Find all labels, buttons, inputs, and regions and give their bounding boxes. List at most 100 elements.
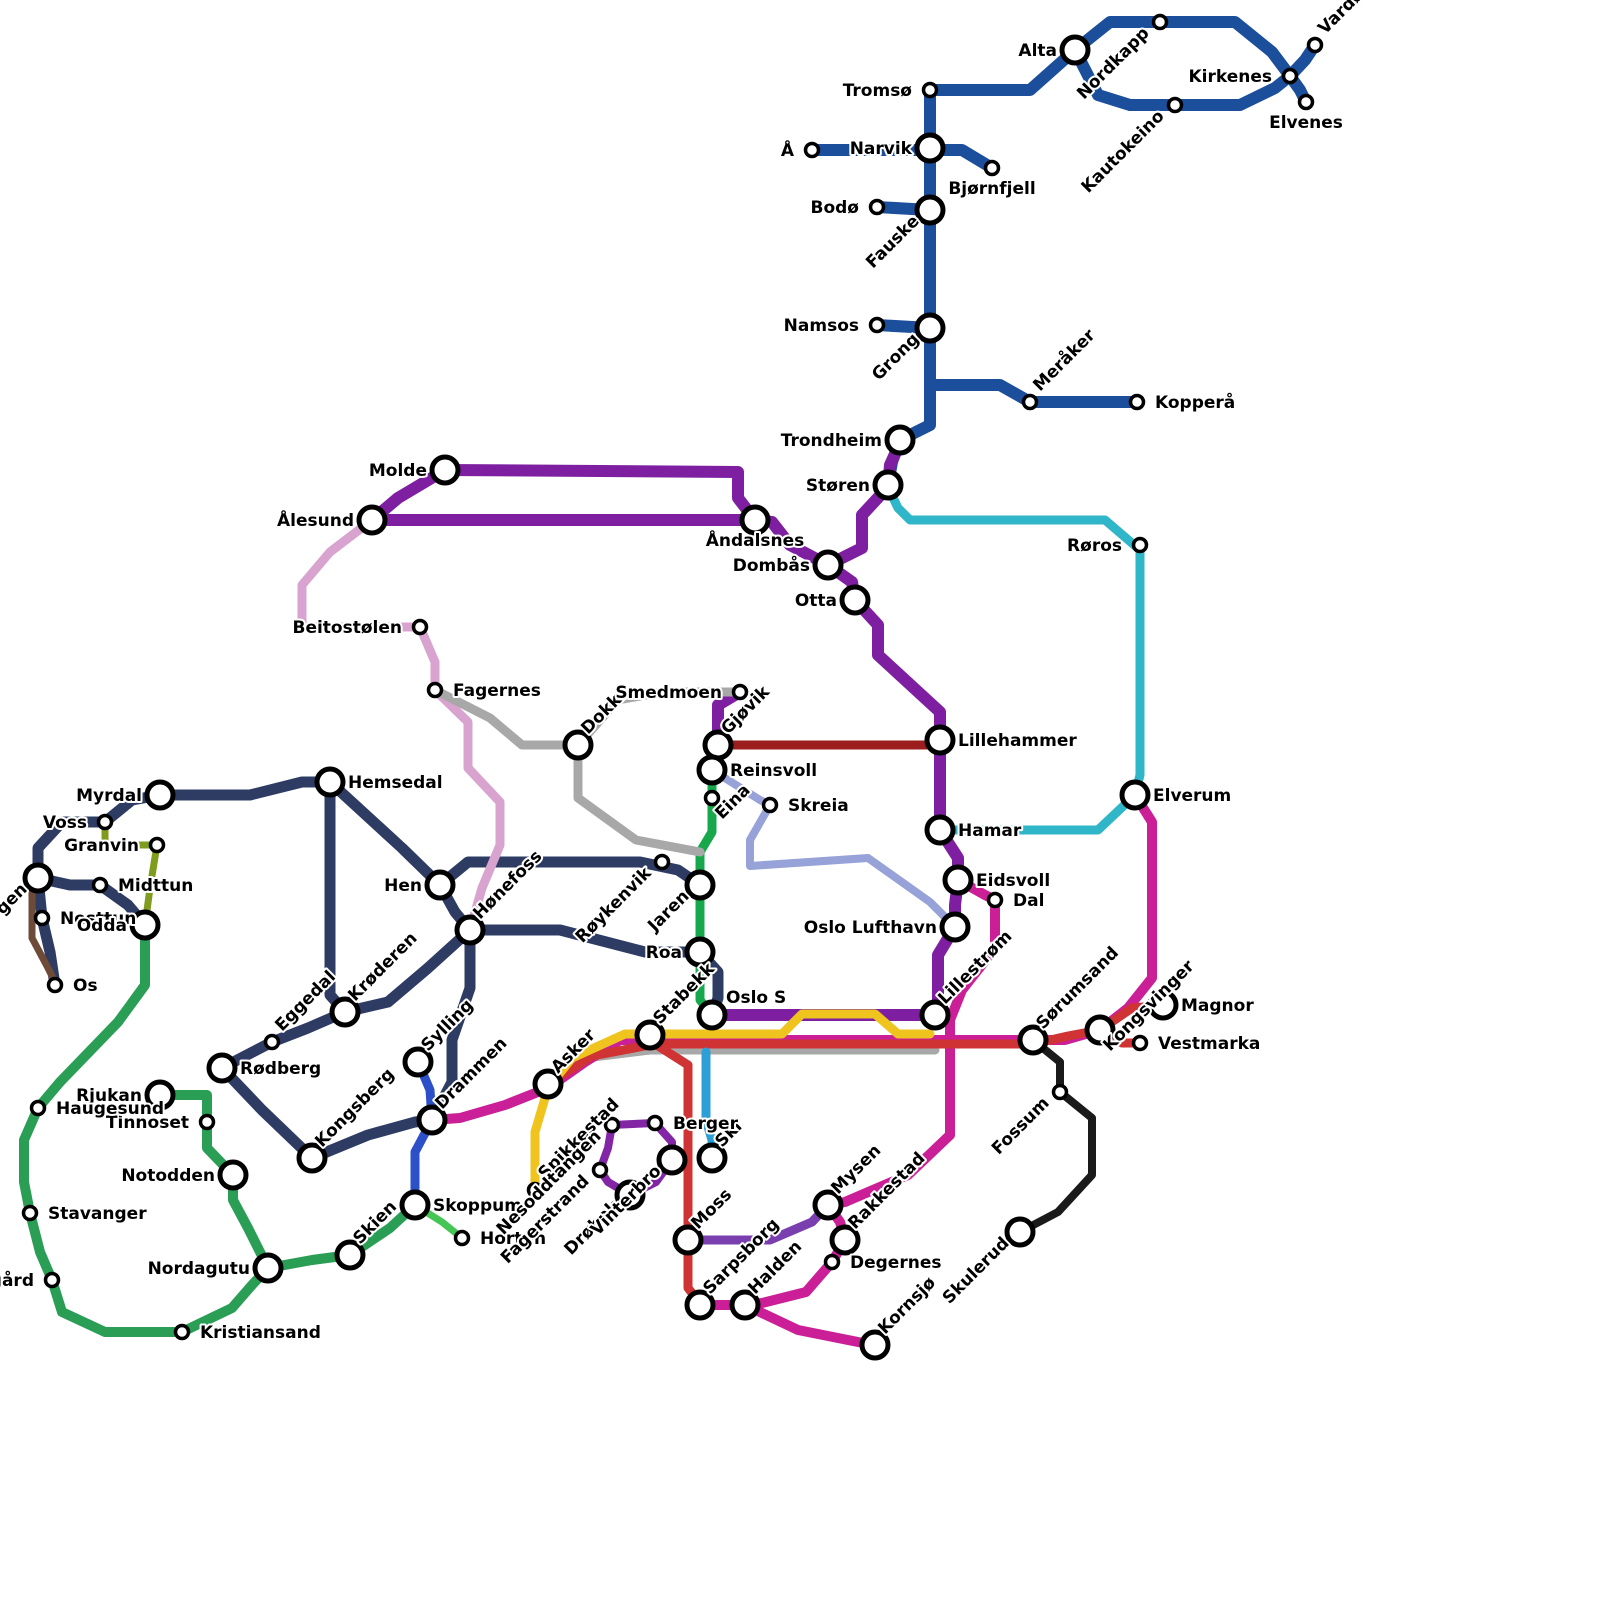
station-elverum[interactable] (1119, 779, 1151, 811)
station-bergen[interactable] (22, 862, 54, 894)
station-dal[interactable] (986, 891, 1004, 909)
station-degernes[interactable] (823, 1253, 841, 1271)
station-eidsvoll[interactable] (942, 864, 974, 896)
station-krøderen[interactable] (329, 996, 361, 1028)
station-drammen[interactable] (416, 1104, 448, 1136)
station-label-hemsedal: Hemsedal (348, 773, 443, 793)
station-mysen[interactable] (812, 1189, 844, 1221)
station-skulerud[interactable] (1004, 1216, 1036, 1248)
station-ålesund[interactable] (356, 504, 388, 536)
station-horten[interactable] (453, 1229, 471, 1247)
station-asker[interactable] (532, 1068, 564, 1100)
station-kornsjø[interactable] (859, 1329, 891, 1361)
station-oslo-s[interactable] (696, 999, 728, 1031)
station-midttun[interactable] (91, 876, 109, 894)
station-hen[interactable] (424, 869, 456, 901)
transit-line-sea-green (33, 920, 150, 1113)
station-dokka[interactable] (562, 729, 594, 761)
station-drøbak[interactable] (614, 1179, 646, 1211)
station-sørumsand[interactable] (1017, 1024, 1049, 1056)
station-berger[interactable] (646, 1114, 664, 1132)
station-alta[interactable] (1059, 34, 1091, 66)
station-os[interactable] (46, 976, 64, 994)
station-oslo-lufthavn[interactable] (939, 911, 971, 943)
station-eina[interactable] (703, 789, 721, 807)
station-roa[interactable] (684, 936, 716, 968)
station-label-degernes: Degernes (850, 1253, 941, 1273)
station-støren[interactable] (872, 469, 904, 501)
station-lillehammer[interactable] (924, 724, 956, 756)
station-kirkenes[interactable] (1281, 67, 1299, 85)
station-vestmarka[interactable] (1131, 1034, 1149, 1052)
station-rakkestad[interactable] (829, 1224, 861, 1256)
station-hønefoss[interactable] (454, 914, 486, 946)
station-nesoddtangen[interactable] (603, 1116, 621, 1134)
transit-line-dark-blue (924, 379, 1143, 408)
station-lillestrøm[interactable] (919, 999, 951, 1031)
station-voss[interactable] (96, 813, 114, 831)
transit-line-light-pink (415, 622, 440, 695)
station-å[interactable] (803, 141, 821, 159)
station-trondheim[interactable] (884, 424, 916, 456)
station-bjørnfjell[interactable] (983, 159, 1001, 177)
station-reinsvoll[interactable] (696, 754, 728, 786)
station-rødberg[interactable] (206, 1052, 238, 1084)
station-meråker[interactable] (1021, 393, 1039, 411)
station-moss[interactable] (672, 1224, 704, 1256)
station-elvenes[interactable] (1297, 93, 1315, 111)
station-ski[interactable] (696, 1142, 728, 1174)
station-kopperå[interactable] (1128, 393, 1146, 411)
station-beitostølen[interactable] (411, 618, 429, 636)
station-fauske[interactable] (914, 194, 946, 226)
station-halden[interactable] (729, 1289, 761, 1321)
station-spikkestad[interactable] (526, 1181, 544, 1199)
station-skoppum[interactable] (399, 1189, 431, 1221)
station-magnor[interactable] (1147, 989, 1179, 1021)
station-hamar[interactable] (924, 814, 956, 846)
station-granvin[interactable] (148, 836, 166, 854)
station-nordkapp[interactable] (1151, 13, 1169, 31)
station-eggedal[interactable] (263, 1033, 281, 1051)
station-myrdal[interactable] (144, 779, 176, 811)
station-otta[interactable] (839, 584, 871, 616)
station-røykenvik[interactable] (653, 853, 671, 871)
station-ålgård[interactable] (43, 1271, 61, 1289)
station-notodden[interactable] (217, 1159, 249, 1191)
station-skien[interactable] (334, 1239, 366, 1271)
station-narvik[interactable] (914, 132, 946, 164)
station-fagerstrand[interactable] (591, 1161, 609, 1179)
station-sylling[interactable] (402, 1046, 434, 1078)
station-bodø[interactable] (868, 198, 886, 216)
station-fossum[interactable] (1051, 1083, 1069, 1101)
station-hemsedal[interactable] (314, 766, 346, 798)
station-kautokeino[interactable] (1166, 96, 1184, 114)
station-odda[interactable] (129, 909, 161, 941)
station-røros[interactable] (1131, 536, 1149, 554)
station-label-voss: Voss (43, 813, 87, 833)
station-jaren[interactable] (684, 869, 716, 901)
station-nesttun[interactable] (33, 909, 51, 927)
station-gjøvik[interactable] (702, 729, 734, 761)
station-tinnoset[interactable] (198, 1113, 216, 1131)
station-haugesund[interactable] (29, 1099, 47, 1117)
station-kongsvinger[interactable] (1084, 1014, 1116, 1046)
station-kristiansand[interactable] (173, 1323, 191, 1341)
station-smedmoen[interactable] (731, 683, 749, 701)
station-kongsberg[interactable] (296, 1142, 328, 1174)
station-nordagutu[interactable] (252, 1252, 284, 1284)
station-skreia[interactable] (761, 796, 779, 814)
station-rjukan[interactable] (144, 1079, 176, 1111)
station-molde[interactable] (429, 454, 461, 486)
station-tromsø[interactable] (921, 81, 939, 99)
station-sarpsborg[interactable] (684, 1289, 716, 1321)
station-grong[interactable] (914, 312, 946, 344)
station-åndalsnes[interactable] (739, 504, 771, 536)
station-stavanger[interactable] (21, 1204, 39, 1222)
station-label-hamar: Hamar (958, 821, 1022, 841)
station-namsos[interactable] (868, 316, 886, 334)
station-fagernes[interactable] (426, 681, 444, 699)
station-dombås[interactable] (812, 549, 844, 581)
station-stabekk[interactable] (634, 1019, 666, 1051)
station-vinterbro[interactable] (656, 1144, 688, 1176)
station-vardø[interactable] (1306, 36, 1324, 54)
